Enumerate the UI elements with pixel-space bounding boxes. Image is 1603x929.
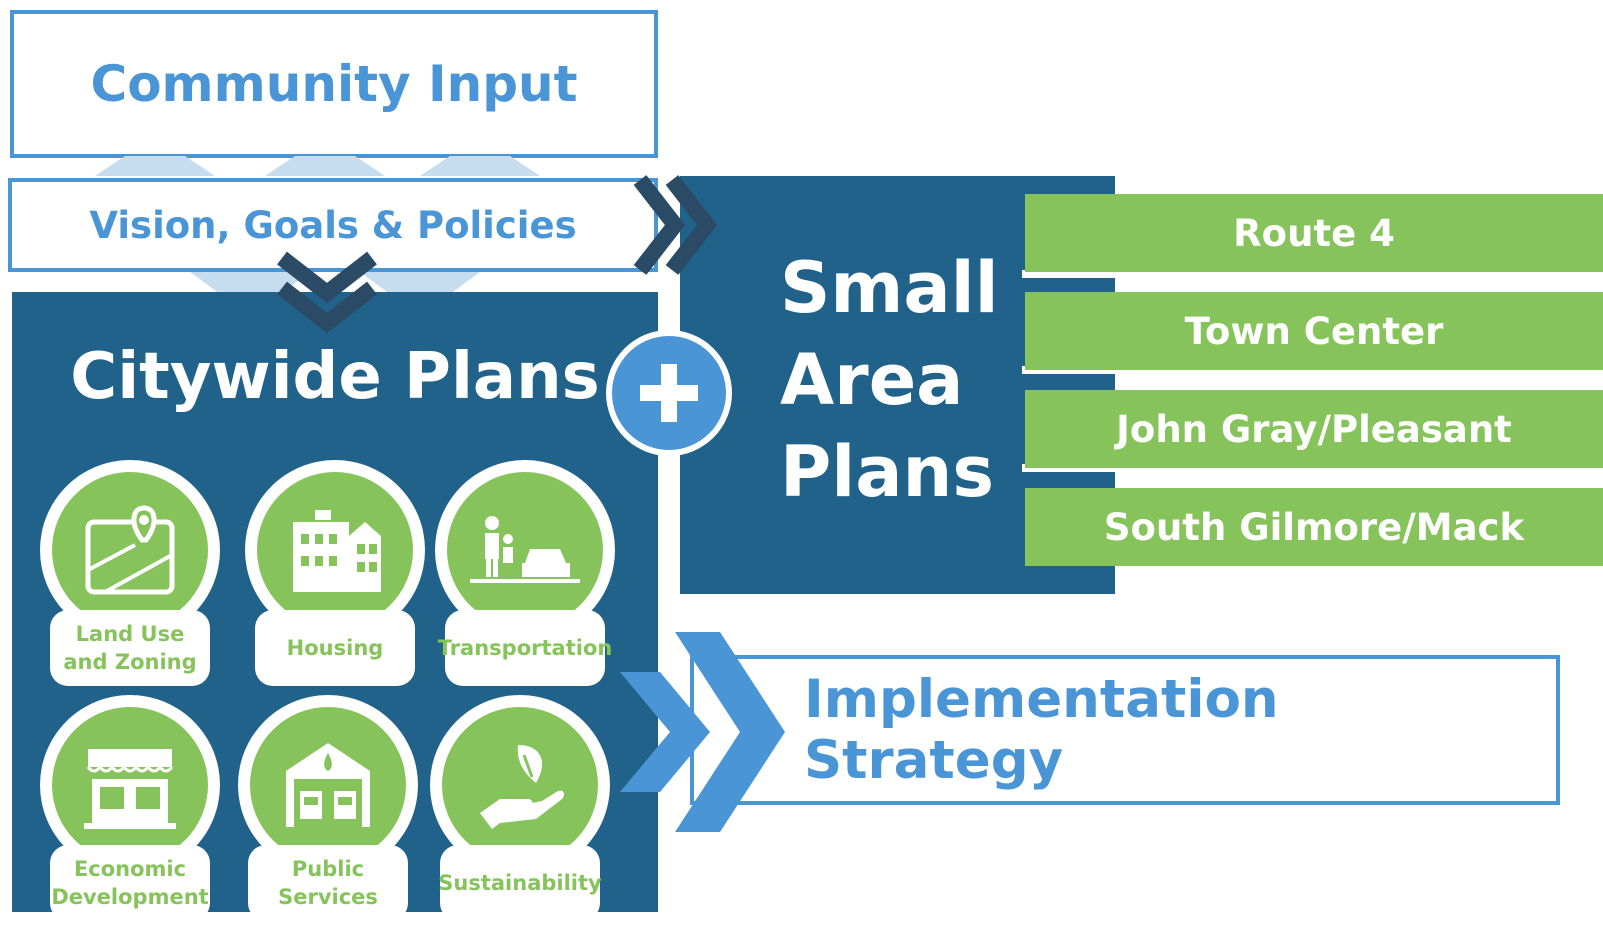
connector-chevron (360, 272, 480, 294)
plan-label: South Gilmore/Mack (1103, 505, 1525, 549)
plan-label: John Gray/Pleasant (1116, 407, 1512, 451)
storefront-icon (52, 707, 208, 863)
small-area-plans-title: Small Area Plans (780, 242, 999, 518)
small-title-line: Area (780, 339, 964, 421)
sustainability-label: Sustainability (438, 845, 602, 921)
citywide-item-housing: Housing (245, 460, 425, 690)
separator (1022, 366, 1115, 374)
separator (1022, 270, 1115, 278)
community-input-label: Community Input (90, 55, 578, 113)
connector-chevron (420, 156, 540, 176)
small-title-line: Plans (780, 431, 995, 513)
small-title-line: Small (780, 247, 999, 329)
implementation-label: Implementation Strategy (804, 669, 1279, 791)
vision-label: Vision, Goals & Policies (89, 203, 577, 247)
down-chevron-icon (277, 251, 377, 334)
citywide-item-transportation: Transportation (435, 460, 615, 690)
map-pin-icon (52, 472, 208, 628)
housing-label: Housing (255, 610, 415, 686)
public-services-label: Public Services (248, 845, 408, 921)
plan-john-gray-pleasant: John Gray/Pleasant (1025, 390, 1603, 468)
citywide-item-public-services: Public Services (238, 695, 418, 925)
pedestrian-car-icon (447, 472, 603, 628)
fire-station-icon (250, 707, 406, 863)
plan-label: Town Center (1184, 309, 1444, 353)
vision-goals-policies-box: Vision, Goals & Policies (8, 178, 658, 272)
building-icon (257, 472, 413, 628)
plan-town-center: Town Center (1025, 292, 1603, 370)
economic-development-label: Economic Development (50, 845, 210, 921)
right-chevron-icon (620, 632, 785, 832)
right-chevron-icon (633, 175, 718, 275)
implementation-strategy-box: Implementation Strategy (690, 655, 1560, 805)
connector-chevron (190, 272, 310, 294)
land-use-label: Land Use and Zoning (50, 610, 210, 686)
citywide-plans-title: Citywide Plans (70, 340, 600, 414)
community-input-box: Community Input (10, 10, 658, 158)
plan-route-4: Route 4 (1025, 194, 1603, 272)
connector-chevron (265, 156, 385, 176)
citywide-item-economic-development: Economic Development (40, 695, 220, 925)
separator (1022, 464, 1115, 472)
citywide-item-land-use: Land Use and Zoning (40, 460, 220, 690)
plus-icon (606, 330, 732, 456)
plan-south-gilmore-mack: South Gilmore/Mack (1025, 488, 1603, 566)
hand-leaf-icon (442, 707, 598, 863)
transportation-label: Transportation (438, 610, 612, 686)
connector-chevron (95, 156, 215, 176)
citywide-item-sustainability: Sustainability (430, 695, 610, 925)
plan-label: Route 4 (1233, 211, 1395, 255)
